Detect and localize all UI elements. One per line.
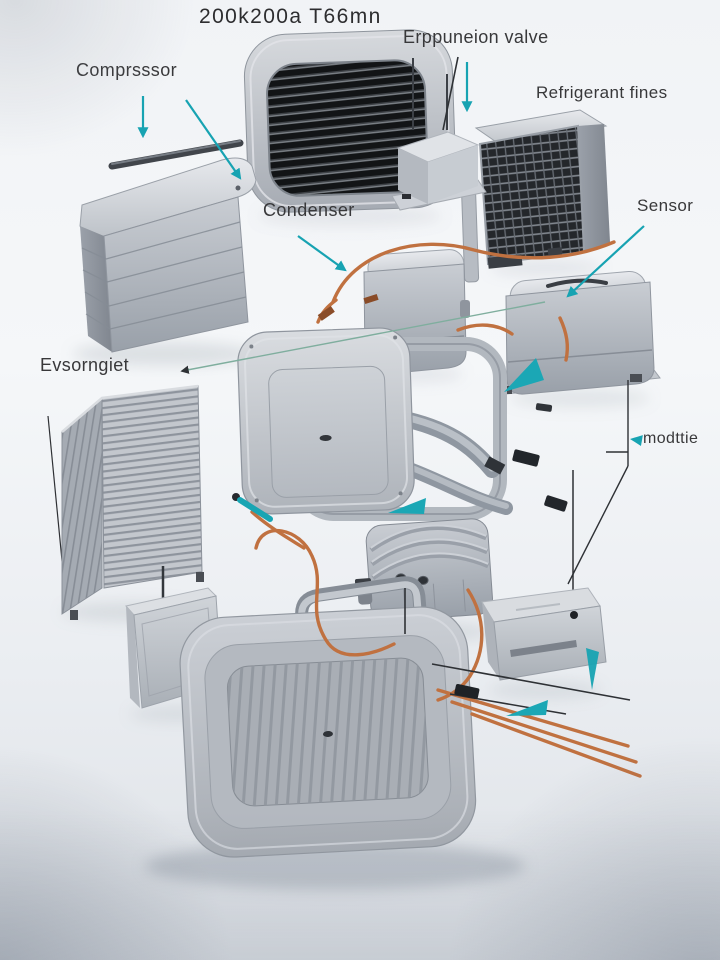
evaporator-coil [47, 384, 204, 620]
label-module: modttie [629, 430, 699, 448]
compressor-unit [79, 139, 257, 353]
label-compressor: Comprsssor [76, 60, 178, 80]
label-expansion-valve: Erppuneion valve [403, 27, 549, 47]
sensor-box [493, 270, 661, 395]
housing-panel [237, 327, 415, 515]
expansion-valve-unit [391, 58, 487, 211]
teal-arrows [137, 62, 645, 716]
label-module-text: modttie [643, 430, 699, 447]
duct-hoses [392, 410, 513, 515]
base-tray [179, 576, 477, 858]
leader-lines [180, 56, 631, 715]
diagram-title: 200k200a T66mn [199, 5, 382, 28]
label-evaporator: Evsorngiet [40, 355, 130, 375]
connector-chips [232, 403, 568, 699]
module-arrow-icon [629, 432, 643, 446]
side-panel [125, 566, 223, 709]
control-module [481, 470, 607, 690]
refrigerant-coil-tower [474, 109, 610, 269]
shadows [62, 206, 650, 890]
label-refrigerant-lines: Refrigerant fines [536, 83, 668, 102]
label-condenser: Condenser [263, 200, 355, 220]
label-sensor: Sensor [637, 196, 694, 215]
refrigerant-tubes [250, 240, 642, 778]
